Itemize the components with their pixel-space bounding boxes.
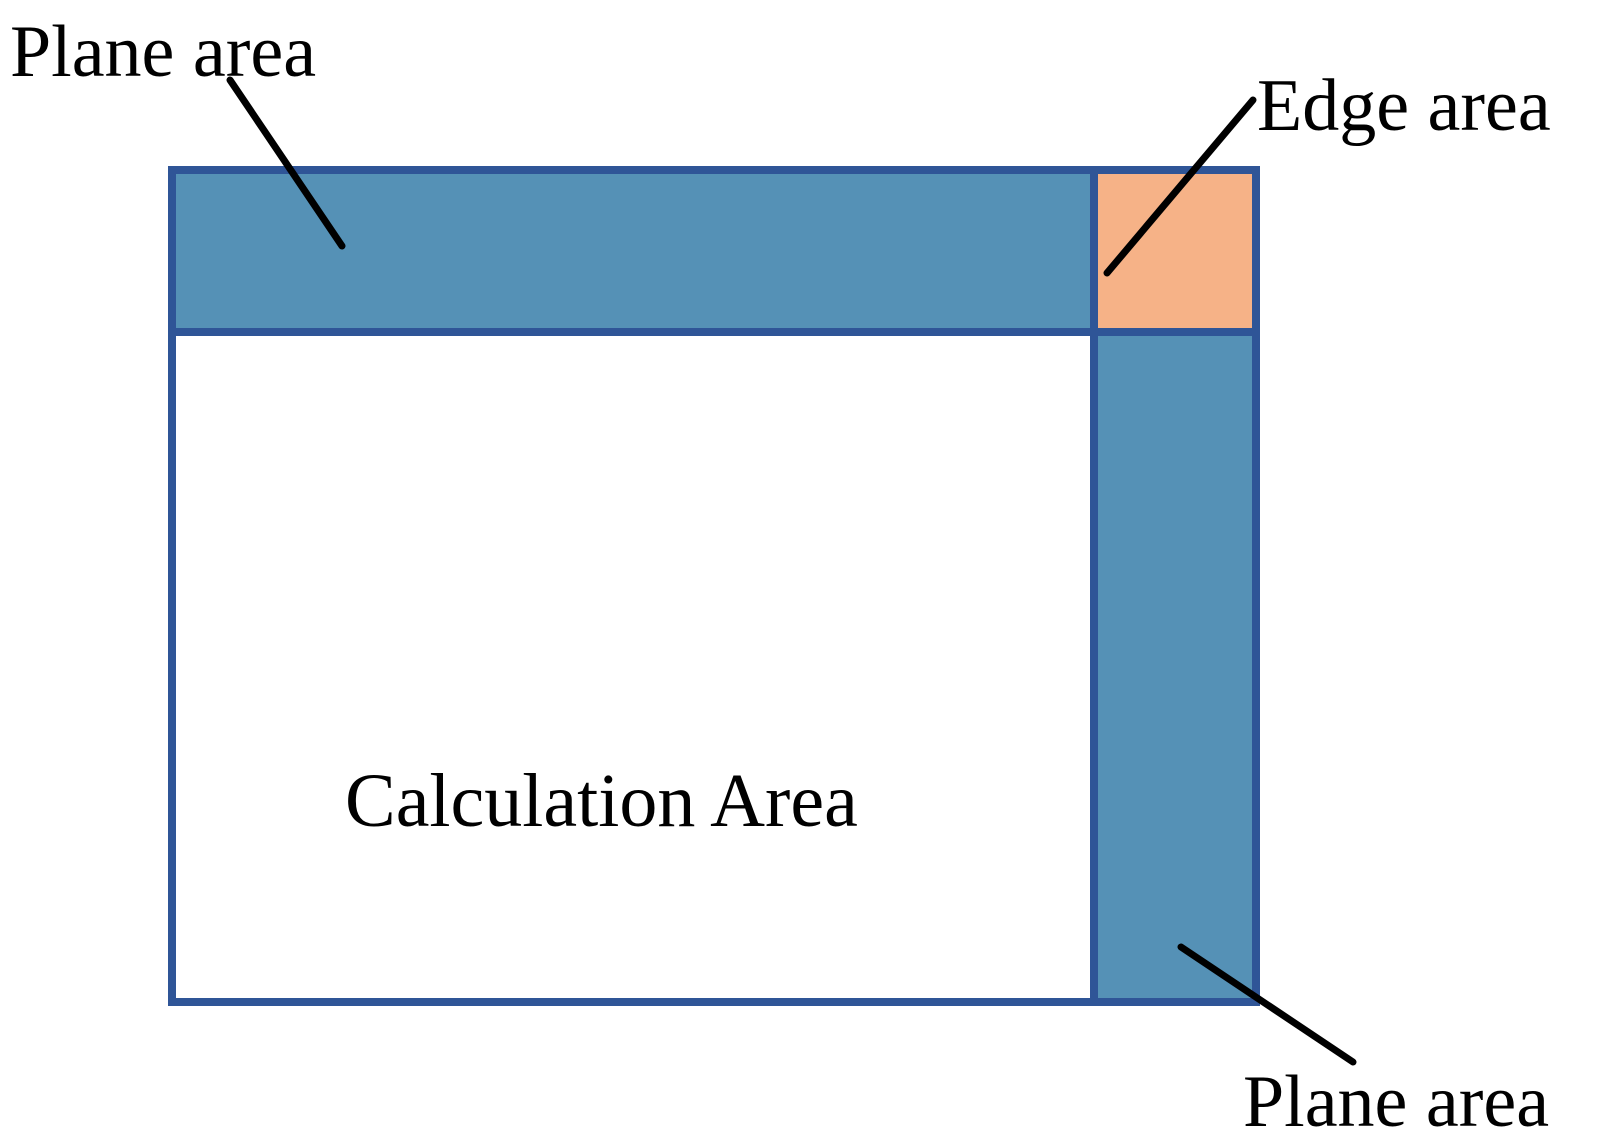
leader-line-plane-bottom [1177, 943, 1357, 1066]
calculation-area-region [168, 328, 1098, 1006]
outer-border [168, 166, 1260, 1006]
plane-area-right-region [1090, 328, 1260, 1006]
leader-line-edge [1103, 96, 1257, 277]
label-edge-area: Edge area [1257, 65, 1551, 147]
leader-line-plane-top [226, 76, 346, 250]
label-plane-area-bottom: Plane area [1243, 1061, 1549, 1142]
label-plane-area-top: Plane area [10, 11, 316, 93]
label-calculation-area: Calculation Area [345, 759, 858, 843]
